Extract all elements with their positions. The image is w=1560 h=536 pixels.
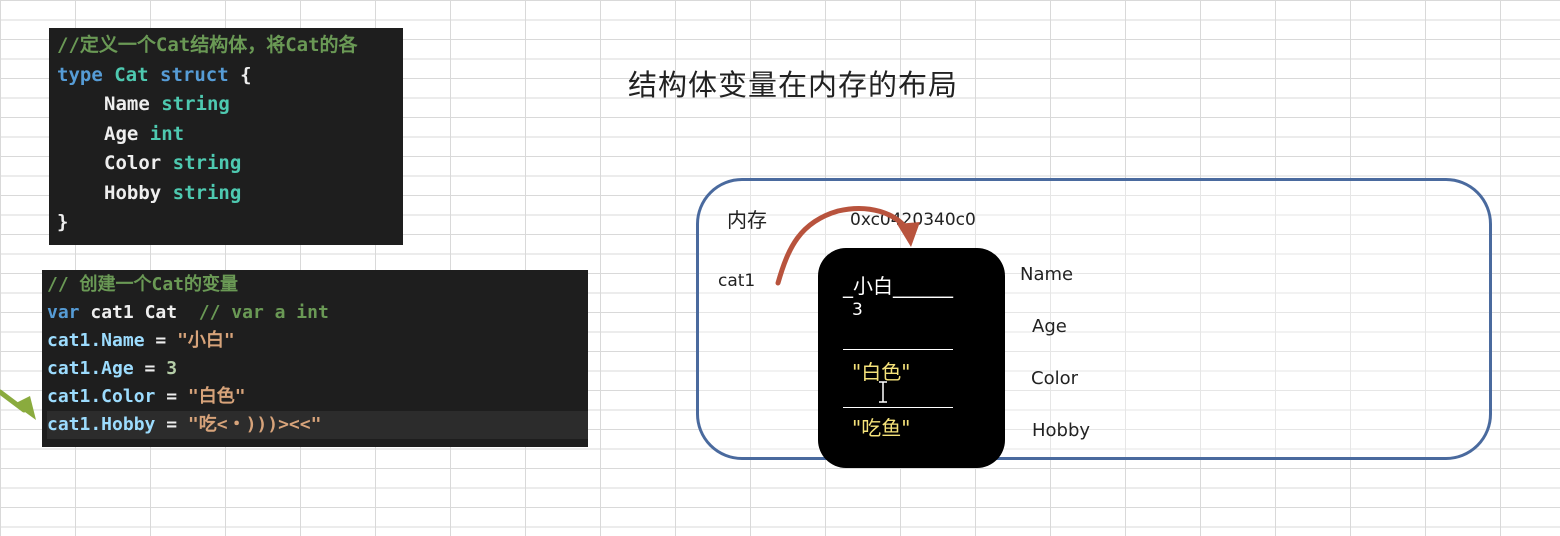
assign-rhs: "吃<・)))><<": [187, 414, 322, 435]
field-name: Name: [104, 93, 150, 115]
variable-label: cat1: [718, 271, 756, 291]
assign-op: =: [155, 414, 188, 435]
var-name: cat1: [90, 302, 134, 323]
field-type: string: [172, 181, 242, 204]
code-comment: // 创建一个Cat的变量: [47, 274, 239, 295]
diagram-title: 结构体变量在内存的布局: [628, 68, 959, 102]
code-comment: //定义一个Cat结构体，将Cat的各: [57, 34, 358, 56]
field-color: Color: [104, 152, 162, 174]
type-name-cat: Cat: [114, 63, 149, 86]
field-age: Age: [104, 122, 139, 145]
inline-comment: // var a int: [198, 302, 329, 323]
open-brace: {: [240, 63, 252, 86]
field-type: int: [149, 122, 185, 145]
field-hobby: Hobby: [104, 181, 162, 204]
var-type: Cat: [144, 302, 178, 323]
assign-op: =: [155, 386, 188, 407]
field-label-hobby: Hobby: [1032, 420, 1091, 441]
keyword-var: var: [47, 302, 80, 323]
value-name: _小白______: [843, 274, 953, 298]
field-type: string: [172, 152, 242, 174]
memory-label: 内存: [727, 208, 767, 232]
keyword-type: type: [57, 63, 103, 86]
variable-creation-code: // 创建一个Cat的变量 var cat1 Cat // var a int ca…: [42, 270, 588, 447]
field-label-color: Color: [1031, 368, 1078, 389]
side-arrowhead-icon: [14, 396, 36, 420]
assign-rhs: 3: [166, 358, 178, 379]
assign-rhs: "白色": [187, 386, 246, 407]
memory-region: [696, 178, 1492, 460]
assign-op: =: [144, 330, 178, 351]
value-age: 3: [852, 300, 863, 320]
assign-rhs: "小白": [177, 330, 235, 351]
highlighted-line: cat1.Hobby = "吃<・)))><<": [47, 411, 588, 439]
field-type: string: [161, 93, 230, 115]
separator-line: [843, 407, 953, 408]
field-label-age: Age: [1032, 316, 1067, 337]
assign-lhs: cat1.Age: [47, 358, 134, 379]
side-arrow-icon: [0, 389, 27, 413]
value-hobby: "吃鱼": [852, 416, 911, 440]
assign-lhs: cat1.Hobby: [47, 414, 156, 435]
memory-address: 0xc0420340c0: [850, 210, 976, 230]
value-color: "白色": [852, 360, 911, 384]
assign-op: =: [133, 358, 167, 379]
close-brace: }: [57, 211, 69, 233]
field-label-name: Name: [1020, 264, 1074, 285]
keyword-struct: struct: [160, 63, 229, 86]
assign-lhs: cat1.Color: [47, 386, 156, 407]
assign-lhs: cat1.Name: [47, 330, 145, 351]
struct-definition-code: //定义一个Cat结构体，将Cat的各 type Cat struct { Name…: [49, 28, 403, 245]
separator-line: [843, 349, 953, 350]
